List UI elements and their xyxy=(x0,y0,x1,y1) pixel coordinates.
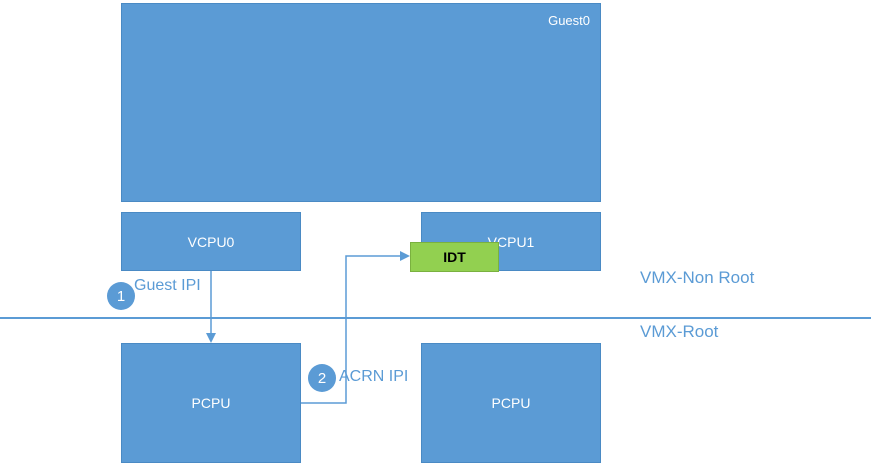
step-2-number: 2 xyxy=(317,369,327,387)
step-1-circle: 1 xyxy=(107,282,135,310)
step-1-number: 1 xyxy=(116,287,126,305)
pcpu1-box: PCPU xyxy=(421,343,601,463)
idt-box: IDT xyxy=(410,242,499,272)
guest0-box: Guest0 xyxy=(121,3,601,202)
step-1-label: Guest IPI xyxy=(134,277,201,294)
pcpu0-box: PCPU xyxy=(121,343,301,463)
vcpu0-box: VCPU0 xyxy=(121,212,301,271)
vcpu0-label: VCPU0 xyxy=(187,233,235,250)
vcpu1-label: VCPU1 xyxy=(487,233,535,250)
pcpu1-label: PCPU xyxy=(491,395,531,411)
vmx-root-label: VMX-Root xyxy=(640,322,719,341)
step-2-circle: 2 xyxy=(308,364,336,392)
guest0-label: Guest0 xyxy=(548,13,590,28)
idt-label: IDT xyxy=(443,249,466,265)
mode-divider-line xyxy=(0,317,871,319)
pcpu0-label: PCPU xyxy=(191,395,231,411)
acrn-ipi-arrow xyxy=(301,251,410,404)
step-2-label: ACRN IPI xyxy=(339,368,409,385)
vmx-non-root-label: VMX-Non Root xyxy=(640,268,755,287)
